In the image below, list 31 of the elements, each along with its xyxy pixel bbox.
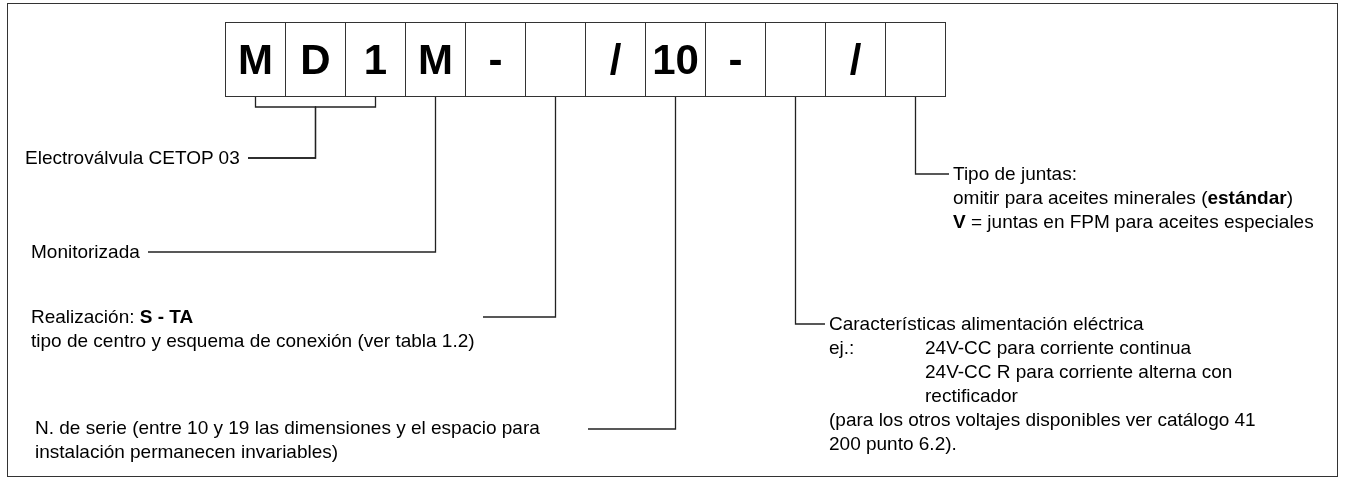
description-text: ej.: (829, 336, 855, 360)
description-text: 24V-CC R para corriente alterna con rectificador (925, 360, 1234, 408)
heading-text: Tipo de juntas: (953, 162, 1078, 186)
code-box: - (465, 22, 526, 97)
code-box (525, 22, 586, 97)
code-box (885, 22, 946, 97)
description-text: omitir para aceites minerales (estándar) (953, 186, 1294, 210)
leader-line (794, 96, 826, 325)
description-text: Electroválvula CETOP 03 (25, 146, 240, 170)
code-box: M (405, 22, 466, 97)
description-text: (para los otros voltajes disponibles ver catálogo 41 200 punto 6.2). (829, 408, 1257, 456)
description-text: V = juntas en FPM para aceites especiales (953, 210, 1314, 234)
heading-text: Realización: S - TA (31, 305, 195, 329)
code-box: / (585, 22, 646, 97)
code-box (765, 22, 826, 97)
leader-line (247, 96, 377, 159)
leader-line (587, 96, 677, 430)
code-box: M (225, 22, 286, 97)
code-box: 1 (345, 22, 406, 97)
leader-line (482, 96, 557, 318)
description-text: N. de serie (entre 10 y 19 las dimensiones y el espacio para instalación permanecen invariables) (35, 416, 580, 464)
leader-line (914, 96, 950, 175)
code-box: 10 (645, 22, 706, 97)
description-text: Monitorizada (31, 240, 140, 264)
code-box: / (825, 22, 886, 97)
code-box: D (285, 22, 346, 97)
code-box: - (705, 22, 766, 97)
heading-text: Características alimentación eléctrica (829, 312, 1145, 336)
description-text: 24V-CC para corriente continua (925, 336, 1193, 360)
description-text: tipo de centro y esquema de conexión (ver tabla 1.2) (31, 329, 475, 353)
leader-line (147, 96, 437, 253)
